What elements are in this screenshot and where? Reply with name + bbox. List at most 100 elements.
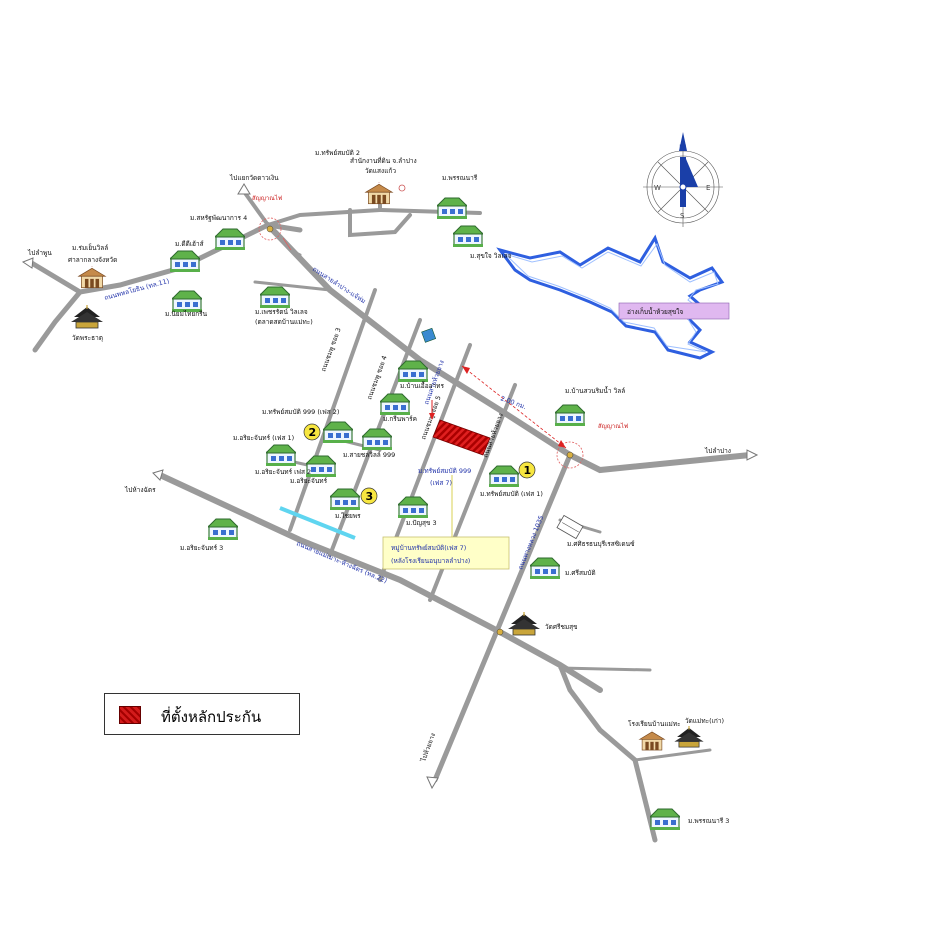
house-icon <box>330 488 360 510</box>
compass-south: S <box>680 212 685 220</box>
place-label: ม.สหรัฐพัฒนาการ 4 <box>190 214 247 222</box>
reservoir-outline <box>496 234 725 360</box>
road-north-stub <box>243 191 270 227</box>
place-label: ม.ศรีสมบัติ <box>565 569 596 577</box>
place-label: ม.สุขใจ วิลเลจ <box>470 252 512 260</box>
place-label: ม.สายชลวิลล์ 999 <box>343 451 395 459</box>
intersection-icon <box>496 628 504 636</box>
temple-icon <box>70 305 104 329</box>
callout-line1: หมู่บ้านทรัพย์สมบัติ(เฟส 7) <box>391 544 466 552</box>
legend: ที่ตั้งหลักประกัน <box>104 693 300 735</box>
road-south-east <box>557 662 658 843</box>
temple-icon <box>507 612 541 636</box>
traffic-light-icon <box>566 451 574 459</box>
road-west-top <box>27 222 303 295</box>
road-east-vertical <box>432 452 573 783</box>
road-network <box>27 191 753 843</box>
reservoir-label-box <box>618 302 730 320</box>
landmark-square-icon <box>421 327 437 343</box>
place-label: (ตลาดสดบ้านแม่ทะ) <box>255 318 313 326</box>
place-label: ม.เพชรรัตน์ วิลเลจ <box>255 308 308 316</box>
landmark-dot-icon <box>398 184 406 192</box>
reservoir-label: อ่างเก็บน้ำห้วยสุขใจ <box>627 307 683 316</box>
school-block-icon <box>556 514 584 540</box>
place-label: ม.อริยะจันทร์ <box>290 477 328 485</box>
house-icon <box>208 518 238 540</box>
direction-label-right: ไปลำปาง <box>704 447 731 455</box>
distance-label: 2.00 กม. <box>499 394 527 411</box>
road-small-west <box>253 280 332 292</box>
direction-label-top: ไปแยกวัดดาวเงิน <box>229 174 279 182</box>
traffic-light-circle-1 <box>258 217 282 241</box>
traffic-light-label-1: สัญญาณไฟ <box>252 194 282 202</box>
collateral-pointer-icon <box>429 413 435 420</box>
compass-east: E <box>706 184 710 192</box>
marker-2: 2 <box>303 423 321 441</box>
house-icon <box>172 290 202 312</box>
house-icon <box>398 496 428 518</box>
marker-3-label: ม.ไชยพร <box>335 512 361 520</box>
distance-arrow-end-icon <box>558 440 566 448</box>
place-label: ม.ศศิธรธนบุรีเรสซิเดนซ์ <box>567 540 635 548</box>
traffic-light-label-2: สัญญาณไฟ <box>598 422 628 430</box>
place-label: ศาลากลางจังหวัด <box>68 256 117 264</box>
road-label-side-a: ถนนชมพู ซอย 3 <box>319 327 342 373</box>
place-label: ม.พรรณนารี <box>442 174 478 182</box>
place-label: ม.ทรัพย์สมบัติ 2 <box>315 149 360 157</box>
marker-1: 1 <box>518 461 536 479</box>
place-label: วัดพระธาตุ <box>72 334 103 342</box>
marker-1-label: ม.ทรัพย์สมบัติ (เฟส 1) <box>480 490 543 498</box>
road-se-stub <box>633 748 712 762</box>
callout-box <box>382 536 510 570</box>
reservoir-inner <box>504 242 719 353</box>
svg-text:3: 3 <box>366 490 374 503</box>
place-label: สำนักงานที่ดิน จ.ลำปาง <box>350 156 417 165</box>
place-label: ม.ทรัพย์สมบัติ 999 (เฟส 2) <box>262 408 339 416</box>
house-icon <box>453 225 483 247</box>
place-label: ม.ปัญสุข 3 <box>406 519 437 527</box>
place-label: โรงเรียนบ้านแม่ทะ <box>628 720 681 728</box>
house-icon <box>437 197 467 219</box>
house-icon <box>489 465 519 487</box>
place-label: ม.ร่มเย็นวิลล์ <box>72 243 108 252</box>
callout-line2: (หลังโรงเรียนอนุบาลลำปาง) <box>391 557 470 565</box>
arrow-west-icon <box>21 257 34 269</box>
place-label: วัดแม่ทะ(เก่า) <box>685 717 724 725</box>
land-office-icon <box>365 182 393 205</box>
house-icon <box>650 808 680 830</box>
house-icon <box>170 250 200 272</box>
marker-2-label: ม.อริยะจันทร์ เฟส 2 <box>255 468 311 476</box>
compass-west: W <box>654 184 661 192</box>
place-labels: สำนักงานที่ดิน จ.ลำปาง ม.พรรณนารี ม.สหรั… <box>68 149 729 825</box>
distance-line <box>461 365 567 449</box>
arrow-sw-icon <box>152 469 164 481</box>
house-icon <box>362 428 392 450</box>
north-arrow-icon <box>679 132 687 151</box>
road-west-down <box>32 289 83 353</box>
government-building-icon <box>78 266 106 289</box>
house-icon <box>260 286 290 308</box>
compass-rose: N S E W <box>643 132 723 227</box>
marker-3: 3 <box>360 487 378 505</box>
house-icon <box>555 404 585 426</box>
house-icon <box>323 421 353 443</box>
road-top-loop <box>348 208 412 238</box>
house-icon <box>266 444 296 466</box>
place-label: ม.บ้านเอื้ออาทร <box>400 381 444 390</box>
place-label: ม.ดีดีเฮ้าส์ <box>175 240 204 248</box>
canal <box>279 506 356 540</box>
place-label: (เฟส 7) <box>430 479 452 487</box>
road-label-side-b: ถนนชมพู ซอย 4 <box>365 355 388 401</box>
temple-icon <box>673 726 705 748</box>
place-label: ม.กรีนพาร์ค <box>383 415 417 423</box>
arrow-south-icon <box>426 776 439 790</box>
road-east-stub <box>558 666 652 672</box>
traffic-light-icon <box>266 225 274 233</box>
place-label: ม.ทรัพย์สมบัติ 999 <box>418 467 471 475</box>
traffic-light-circle-2 <box>556 441 584 469</box>
direction-label-left: ไปลำพูน <box>27 249 52 257</box>
school-icon <box>639 730 665 751</box>
house-icon <box>215 228 245 250</box>
place-label: วัดแสงแก้ว <box>365 167 396 175</box>
